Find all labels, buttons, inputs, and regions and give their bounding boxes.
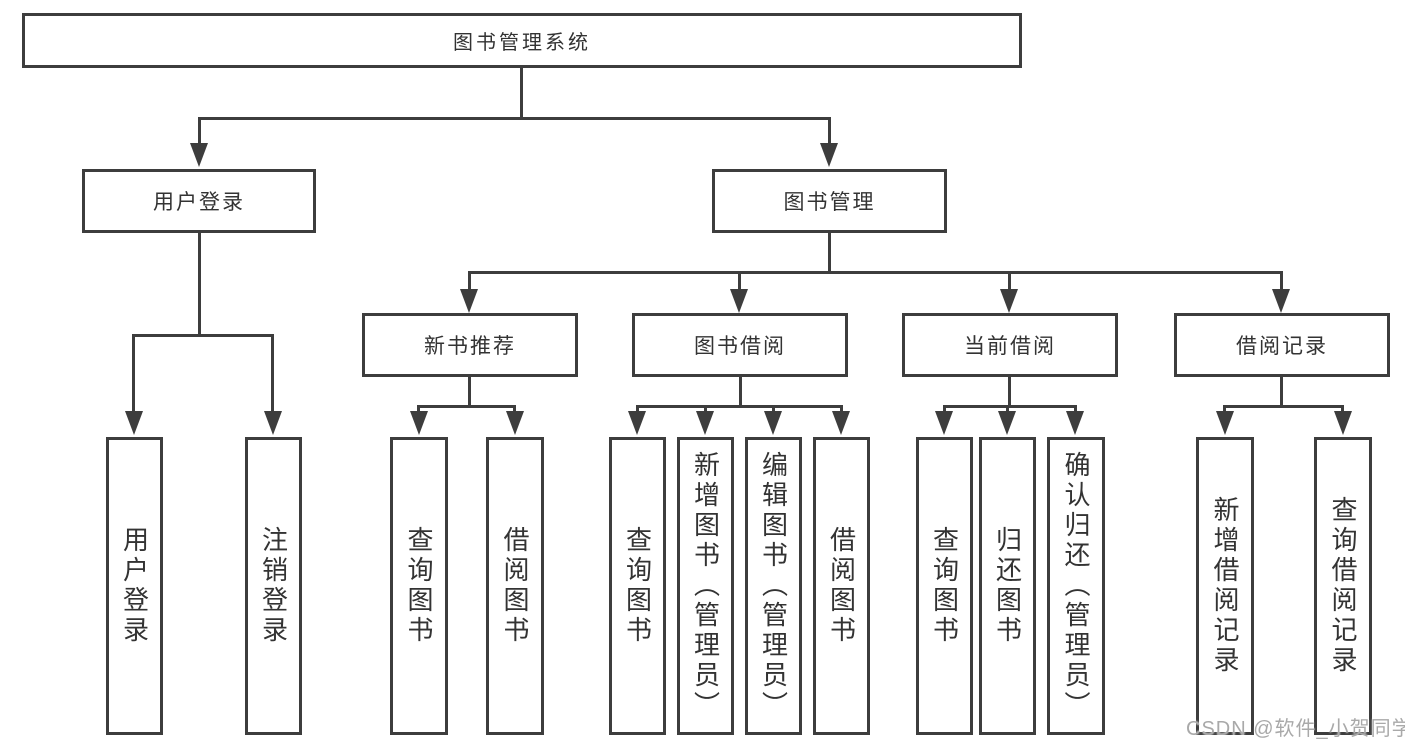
arrowhead-down-icon (1334, 411, 1352, 435)
leaf-borrow-query-books: 查询图书 (609, 437, 666, 735)
watermark: CSDN @软件_小贺同学 (1186, 718, 1405, 740)
leaf-borrow-borrow-books: 借阅图书 (813, 437, 870, 735)
node-borrow-records-label: 借阅记录 (1236, 335, 1328, 358)
leaf-records-query-record: 查询借阅记录 (1314, 437, 1372, 735)
arrowhead-down-icon (190, 143, 208, 167)
connector-recommend-stem (468, 377, 471, 408)
arrowhead-down-icon (764, 411, 782, 435)
connector-root-stem (520, 68, 523, 120)
connector-level2-hline (198, 117, 831, 120)
connector-login-splitter (132, 334, 274, 337)
leaf-logout: 注销登录 (245, 437, 302, 735)
leaf-borrow-add-books-admin: 新增图书（管理员） (677, 437, 734, 735)
leaf-recommend-borrow-books: 借阅图书 (486, 437, 544, 735)
node-book-management: 图书管理 (712, 169, 947, 233)
node-user-login: 用户登录 (82, 169, 316, 233)
arrowhead-down-icon (696, 411, 714, 435)
node-root-label: 图书管理系统 (453, 32, 591, 54)
connector-recommend-splitter (417, 405, 516, 408)
leaf-logout-label: 注销登录 (258, 526, 289, 646)
leaf-current-query-books-label: 查询图书 (929, 526, 960, 646)
arrowhead-down-icon (460, 289, 478, 313)
leaf-borrow-borrow-books-label: 借阅图书 (826, 526, 857, 646)
arrowhead-down-icon (1066, 411, 1084, 435)
leaf-current-confirm-return-admin-label: 确认归还（管理员） (1061, 451, 1091, 721)
leaf-records-query-record-label: 查询借阅记录 (1328, 496, 1358, 676)
arrowhead-down-icon (935, 411, 953, 435)
arrowhead-down-icon (1272, 289, 1290, 313)
leaf-borrow-edit-books-admin-label: 编辑图书（管理员） (758, 451, 789, 721)
connector-borrow-stem (739, 377, 742, 408)
node-new-book-recommend-label: 新书推荐 (424, 335, 516, 358)
arrowhead-down-icon (1216, 411, 1234, 435)
connector-drop-current (1008, 271, 1011, 292)
leaf-recommend-borrow-books-label: 借阅图书 (500, 526, 530, 646)
connector-drop-recommend (468, 271, 471, 292)
node-current-borrow: 当前借阅 (902, 313, 1118, 377)
leaf-records-add-record-label: 新增借阅记录 (1210, 496, 1240, 676)
connector-drop-book-mgmt (828, 117, 831, 146)
arrowhead-down-icon (820, 143, 838, 167)
connector-drop-login-leaf (132, 334, 135, 413)
node-root: 图书管理系统 (22, 13, 1022, 68)
node-book-management-label: 图书管理 (783, 191, 876, 214)
connector-current-stem (1008, 377, 1011, 408)
leaf-borrow-edit-books-admin: 编辑图书（管理员） (745, 437, 802, 735)
leaf-user-login-label: 用户登录 (119, 526, 150, 646)
node-borrow-records: 借阅记录 (1174, 313, 1390, 377)
connector-drop-borrow (738, 271, 741, 292)
connector-login-stem (198, 232, 201, 337)
connector-drop-user-login (198, 117, 201, 146)
arrowhead-down-icon (1000, 289, 1018, 313)
arrowhead-down-icon (998, 411, 1016, 435)
connector-current-splitter (943, 405, 1077, 408)
leaf-current-confirm-return-admin: 确认归还（管理员） (1047, 437, 1105, 735)
leaf-current-query-books: 查询图书 (916, 437, 973, 735)
leaf-current-return-books: 归还图书 (979, 437, 1036, 735)
connector-records-splitter (1223, 405, 1344, 408)
node-book-borrow-label: 图书借阅 (694, 335, 786, 358)
connector-records-stem (1280, 377, 1283, 408)
arrowhead-down-icon (628, 411, 646, 435)
node-current-borrow-label: 当前借阅 (964, 335, 1056, 358)
connector-borrow-splitter (636, 405, 843, 408)
leaf-recommend-query-books-label: 查询图书 (404, 526, 434, 646)
arrowhead-down-icon (125, 411, 143, 435)
leaf-records-add-record: 新增借阅记录 (1196, 437, 1254, 735)
node-user-login-label: 用户登录 (153, 191, 245, 214)
arrowhead-down-icon (730, 289, 748, 313)
arrowhead-down-icon (264, 411, 282, 435)
connector-level3-hline (468, 271, 1283, 274)
leaf-borrow-query-books-label: 查询图书 (622, 526, 653, 646)
leaf-borrow-add-books-admin-label: 新增图书（管理员） (690, 451, 721, 721)
connector-drop-records (1280, 271, 1283, 292)
node-book-borrow: 图书借阅 (632, 313, 848, 377)
leaf-user-login: 用户登录 (106, 437, 163, 735)
leaf-recommend-query-books: 查询图书 (390, 437, 448, 735)
arrowhead-down-icon (410, 411, 428, 435)
leaf-current-return-books-label: 归还图书 (992, 526, 1023, 646)
arrowhead-down-icon (832, 411, 850, 435)
arrowhead-down-icon (506, 411, 524, 435)
connector-mgmt-stem (828, 233, 831, 274)
node-new-book-recommend: 新书推荐 (362, 313, 578, 377)
connector-drop-logout-leaf (271, 334, 274, 413)
